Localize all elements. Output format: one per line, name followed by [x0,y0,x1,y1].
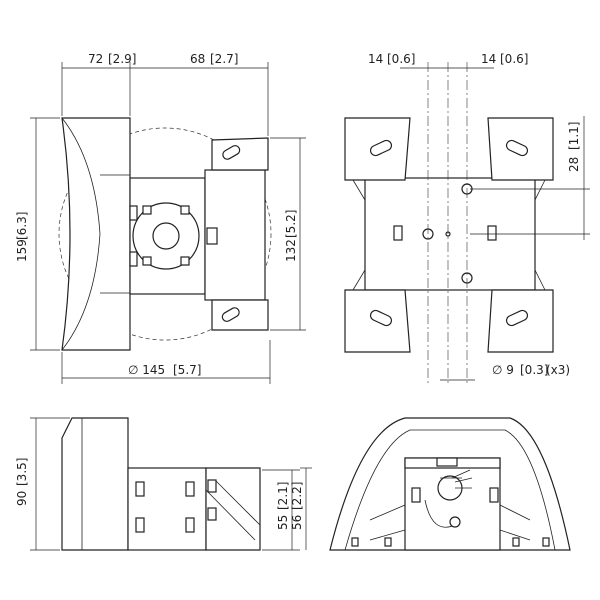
front-dimensions: 72 [2.9] 68 [2.7] 159 [6.3] 132 [5.2] ∅ … [15,52,306,384]
side-bracket [205,467,261,551]
dim-28-in: [1.1] [567,122,581,150]
dim-90: 90 [15,491,29,506]
top-view [329,417,571,551]
dim-132-in: [5.2] [284,210,298,238]
dim-90-in: [3.5] [15,458,29,486]
dim-9-in: [0.3] [520,363,548,377]
side-view [61,417,261,551]
rear-dimensions: 14 [0.6] 14 [0.6] 28 [1.1] ∅ 9 [0.3] (x3… [368,52,590,384]
dim-9: ∅ 9 [492,363,514,377]
dim-56-in: [2.2] [290,482,304,510]
top-plate [404,457,501,551]
dim-72-in: [2.9] [108,52,136,66]
dim-132: 132 [284,239,298,262]
rotation-circle [58,127,272,341]
dim-159: 159 [15,239,29,262]
bracket-tab-bottom [211,299,269,331]
dim-68-in: [2.7] [210,52,238,66]
slot-bottom [221,307,240,322]
dim-145-in: [5.7] [173,363,201,377]
dim-55: 55 [276,515,290,530]
dim-x3: (x3) [546,363,570,377]
dim-55-in: [2.1] [276,482,290,510]
rear-view [344,117,554,353]
side-dimensions: 90 [3.5] 55 [2.1] 56 [2.2] [15,417,312,551]
dim-159-in: [6.3] [15,212,29,240]
dim-14-right-in: [0.6] [500,52,528,66]
bolt [206,227,218,245]
dim-145: ∅ 145 [128,363,165,377]
side-plate [127,467,207,551]
dim-56: 56 [290,515,304,530]
housing-body [61,117,131,351]
dim-14-right: 14 [481,52,496,66]
bracket-tab-top [211,137,269,171]
bracket [204,169,266,301]
dim-14-left-in: [0.6] [387,52,415,66]
dim-14-left: 14 [368,52,383,66]
slot-top [222,145,241,160]
side-housing [61,417,129,551]
dim-28: 28 [567,157,581,172]
dim-72: 72 [88,52,103,66]
front-view [58,117,272,351]
dim-68: 68 [190,52,205,66]
